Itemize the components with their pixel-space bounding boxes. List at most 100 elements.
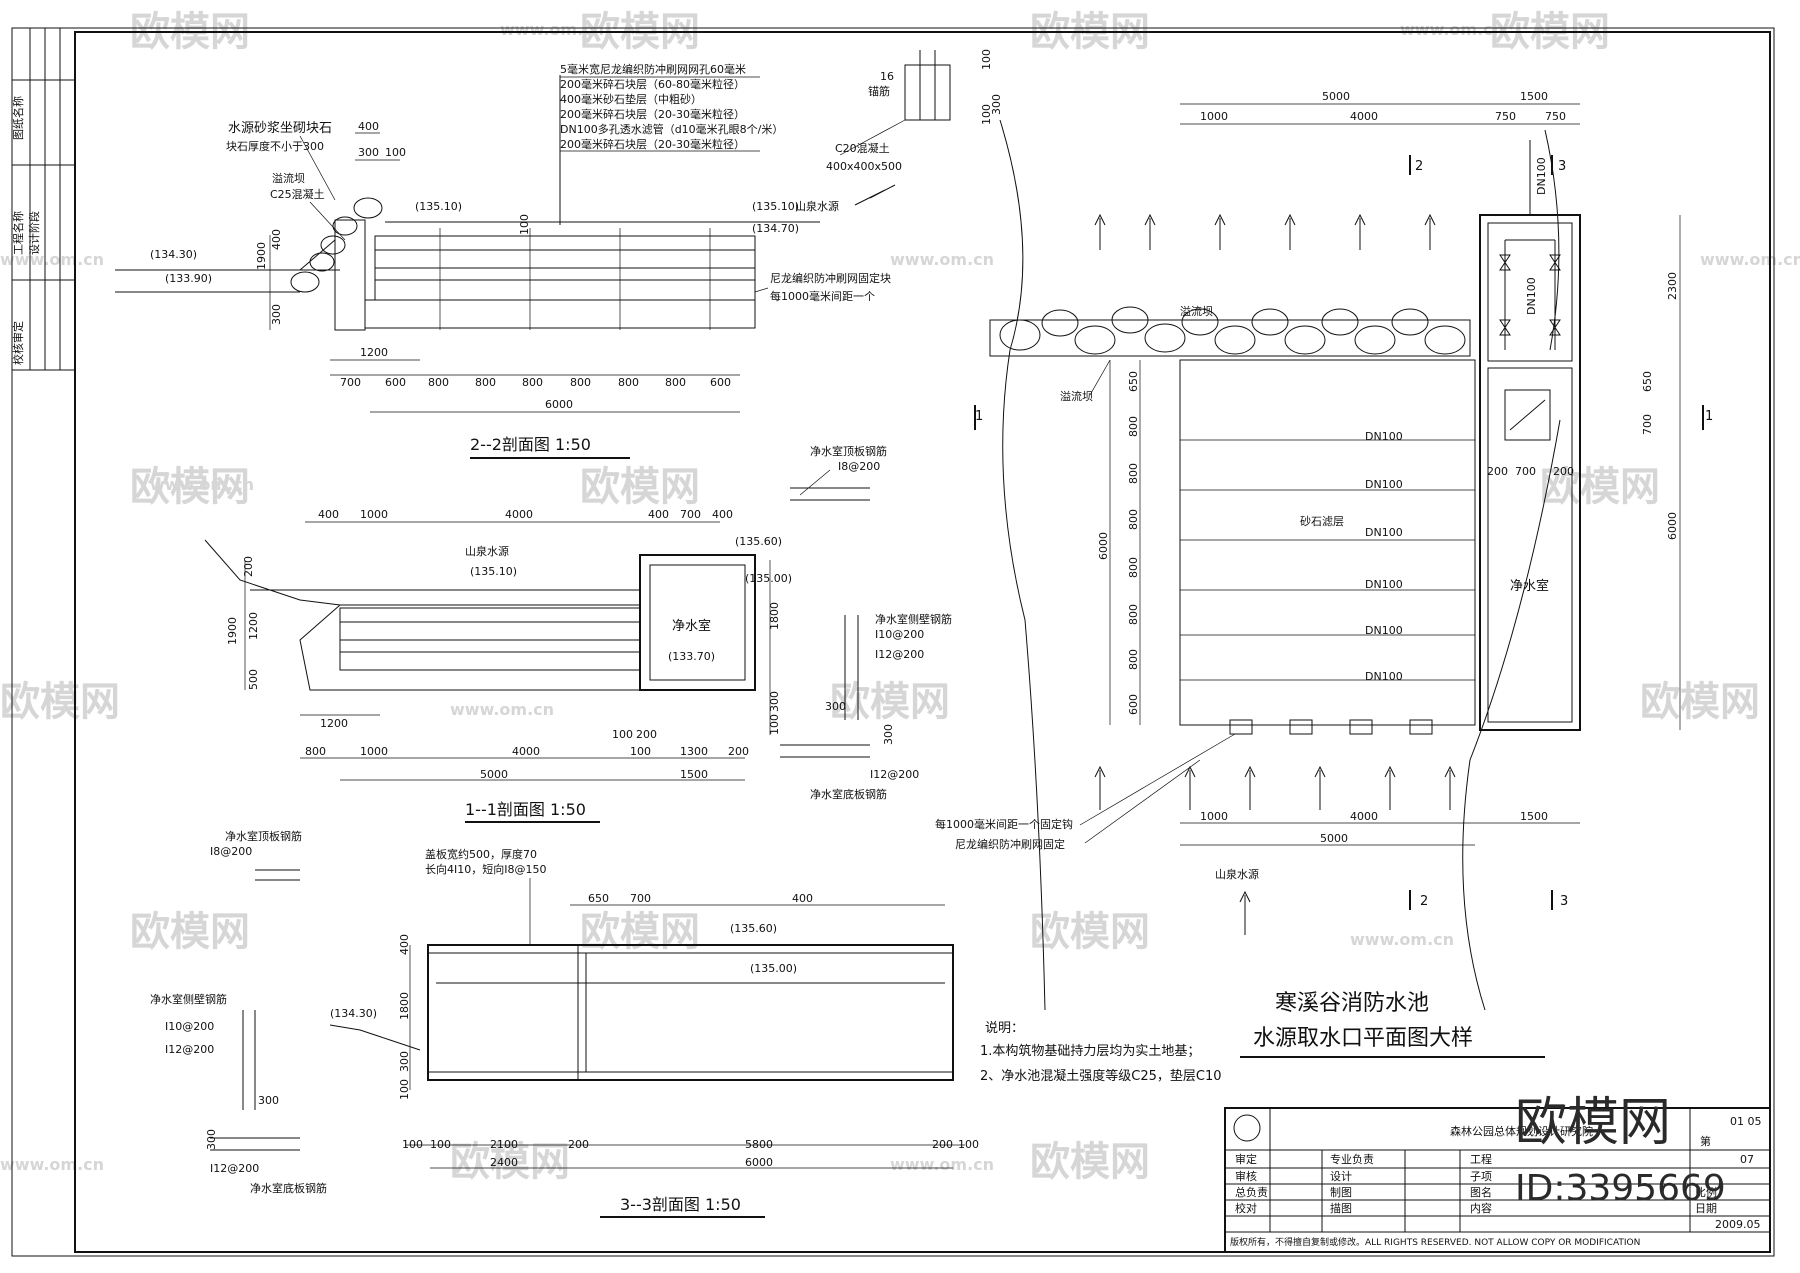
dim: 1800 (398, 992, 411, 1020)
section-title: 1--1剖面图 1:50 (465, 800, 586, 819)
tb-cell: 审核 (1235, 1169, 1257, 1183)
dim: 300 (990, 94, 1003, 115)
dim: 300 (258, 1094, 279, 1107)
dim: 100 (402, 1138, 423, 1151)
rebar-spec: Ⅰ10@200 (165, 1020, 214, 1033)
clear-water-room (639, 554, 756, 691)
layer-note: 200毫米碎石块层（20-30毫米粒径） (560, 137, 745, 151)
dim: 700 (340, 376, 361, 389)
cover-note: 盖板宽约500，厚度70 (425, 847, 537, 861)
dim: 650 (588, 892, 609, 905)
title-line1: 寒溪谷消防水池 (1275, 991, 1429, 1016)
dim: 1500 (1520, 90, 1548, 103)
weir-rubble (999, 306, 1466, 355)
anchor-dia: 16 (880, 70, 894, 83)
rebar-label: 净水室侧壁钢筋 (875, 612, 952, 626)
dim: 100 (398, 1079, 411, 1100)
dims-bottom: 800 1000 4000 100 1300 200 (305, 745, 749, 758)
dim: 200 (1487, 465, 1508, 478)
label-filter: 砂石滤层 (1300, 515, 1344, 528)
rebar-spec: Ⅰ12@200 (210, 1162, 259, 1175)
dim: 800 (1127, 463, 1140, 484)
dim: 700 (680, 508, 701, 521)
strip-label: 工程名称 (11, 211, 25, 255)
tb-cell: 制图 (1330, 1186, 1352, 1199)
strip-label: 图纸名称 (11, 96, 25, 140)
plan-note: 尼龙编织防冲刷网固定 (955, 837, 1065, 851)
watermark-site: www.om.cn (1700, 250, 1800, 269)
dim: 650 (1127, 371, 1140, 392)
label-spring: 山泉水源 (1215, 867, 1259, 881)
anchor-block (1289, 719, 1313, 735)
title-line2: 水源取水口平面图大样 (1253, 1026, 1473, 1051)
dim: 4000 (1350, 110, 1378, 123)
dims-bottom: 700 600 800 800 800 800 800 800 600 (340, 376, 731, 389)
filter-bed (364, 235, 756, 329)
dim: 400 (358, 120, 379, 133)
layer-note: DN100多孔透水滤管（d10毫米孔眼8个/米） (560, 122, 783, 136)
dim: 4000 (512, 745, 540, 758)
watermark-site: www.om.cn (890, 1155, 994, 1174)
tb-cell: 审定 (1235, 1152, 1257, 1166)
dim: 700 (630, 892, 651, 905)
dim: 200 (242, 556, 255, 577)
dim: 400 (270, 229, 283, 250)
dim: 1800 (768, 602, 781, 630)
dim: 400 (318, 508, 339, 521)
watermark-brand: 欧模网 (450, 1139, 570, 1185)
anchor-block (1409, 719, 1433, 735)
river-bank-left (999, 119, 1046, 1011)
dim: 200 (636, 728, 657, 741)
dim: 700 (1515, 465, 1536, 478)
level: (134.70) (752, 222, 799, 235)
dim: 6000 (745, 1156, 773, 1169)
dim: 800 (1127, 649, 1140, 670)
plan-note: 每1000毫米间距一个固定钩 (935, 817, 1073, 831)
sheet-border (11, 27, 1775, 1257)
watermark-brand: 欧模网 (1540, 464, 1660, 510)
rubble-stones (290, 197, 383, 293)
dim: 300 (358, 146, 379, 159)
level: (135.60) (730, 922, 777, 935)
dim: 1000 (360, 745, 388, 758)
tb-cell: 图名 (1470, 1185, 1492, 1199)
level: (135.00) (750, 962, 797, 975)
rebar-spec: Ⅰ8@200 (838, 460, 880, 473)
level: (135.10) (470, 565, 517, 578)
watermark-brand: 欧模网 (580, 464, 700, 510)
drawing-frame (74, 31, 1771, 1253)
rebar-spec: Ⅰ10@200 (875, 628, 924, 641)
section-mark: 1 (975, 409, 983, 424)
tb-cell: 设计 (1330, 1170, 1352, 1183)
label-spacing: 每1000毫米间距一个 (770, 289, 875, 303)
dim: 5800 (745, 1138, 773, 1151)
tank-section (427, 944, 954, 1081)
watermark-brand: 欧模网 (1030, 909, 1150, 955)
dim: 1000 (1200, 810, 1228, 823)
dim: 2100 (490, 1138, 518, 1151)
dim: 100 (958, 1138, 979, 1151)
layer-note: 5毫米宽尼龙编织防冲刷网网孔60毫米 (560, 62, 746, 76)
level: (135.10) (752, 200, 799, 213)
tb-cell: 比例 (1695, 1185, 1717, 1199)
tb-cell: 工程 (1470, 1153, 1492, 1166)
dim: 100 (518, 214, 531, 235)
dim: 800 (305, 745, 326, 758)
river-bank-right (1462, 419, 1561, 1011)
dim: 300 (270, 304, 283, 325)
watermark-site: www.om.cn (450, 700, 554, 719)
section-title: 2--2剖面图 1:50 (470, 435, 591, 454)
pipe-label: DN100 (1365, 430, 1403, 443)
strip-label: 校核审定 (11, 321, 25, 365)
dim: 400 (792, 892, 813, 905)
dim: 6000 (1666, 512, 1679, 540)
level: (133.70) (668, 650, 715, 663)
dim: 1200 (360, 346, 388, 359)
dims-top: 400 1000 4000 400 700 400 (305, 508, 733, 523)
level: (134.30) (330, 1007, 377, 1020)
company-name: 森林公园总体规划设计研究院 (1450, 1124, 1593, 1138)
dim: 1000 (1200, 110, 1228, 123)
watermark-brand: 欧模网 (130, 464, 250, 510)
section-mark: 3 (1560, 894, 1568, 909)
watermark-site: www.om.cn (890, 250, 994, 269)
